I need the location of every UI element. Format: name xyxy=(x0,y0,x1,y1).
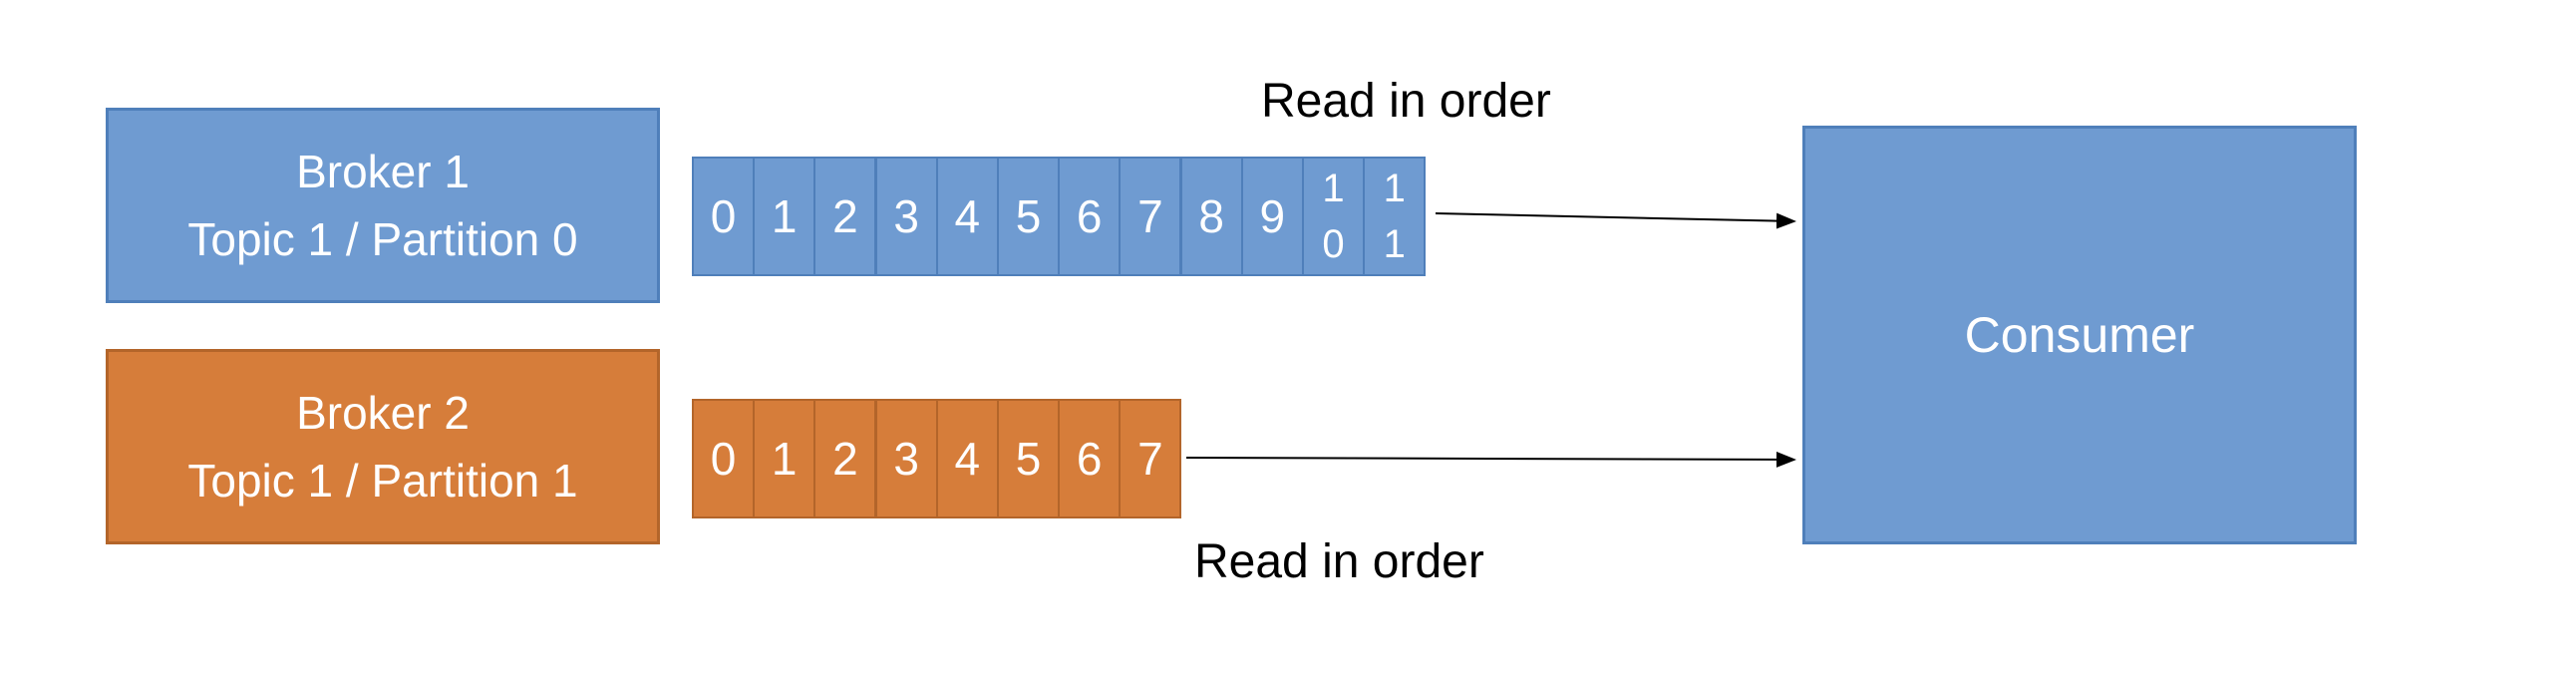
partition-0-offset-cell: 5 xyxy=(997,157,1061,276)
partition-1-offset-cell: 2 xyxy=(813,399,877,518)
read-in-order-label-top: Read in order xyxy=(1261,75,1551,128)
read-in-order-label-bottom: Read in order xyxy=(1194,535,1484,588)
partition-1-offset-cell: 6 xyxy=(1058,399,1122,518)
partition-0-offset-cell: 0 xyxy=(692,157,755,276)
broker-1-name: Broker 1 xyxy=(296,146,470,197)
consumer-box: Consumer xyxy=(1802,126,2357,544)
partition-0-offset-cell: 1 xyxy=(753,157,816,276)
arrow-partition-0-to-consumer xyxy=(1435,212,1796,229)
partition-1-offset-cell: 0 xyxy=(692,399,755,518)
arrow-partition-1-to-consumer xyxy=(1185,451,1796,468)
broker-1-box: Broker 1 Topic 1 / Partition 0 xyxy=(106,108,660,303)
partition-0-offset-cell: 3 xyxy=(874,157,938,276)
broker-2-box: Broker 2 Topic 1 / Partition 1 xyxy=(106,349,660,544)
broker-2-partition: Topic 1 / Partition 1 xyxy=(187,455,578,507)
partition-1-offset-cell: 1 xyxy=(753,399,816,518)
broker-2-name: Broker 2 xyxy=(296,387,470,439)
consumer-label: Consumer xyxy=(1964,307,2195,363)
partition-0-offset-cell: 10 xyxy=(1302,157,1366,276)
partition-0-offset-cell: 7 xyxy=(1119,157,1182,276)
partition-0-offset-cell: 9 xyxy=(1240,157,1304,276)
partition-1-offset-cell: 7 xyxy=(1119,399,1182,518)
partition-0-offset-cell: 11 xyxy=(1363,157,1427,276)
partition-1-offset-cell: 3 xyxy=(874,399,938,518)
broker-1-partition: Topic 1 / Partition 0 xyxy=(187,213,578,265)
